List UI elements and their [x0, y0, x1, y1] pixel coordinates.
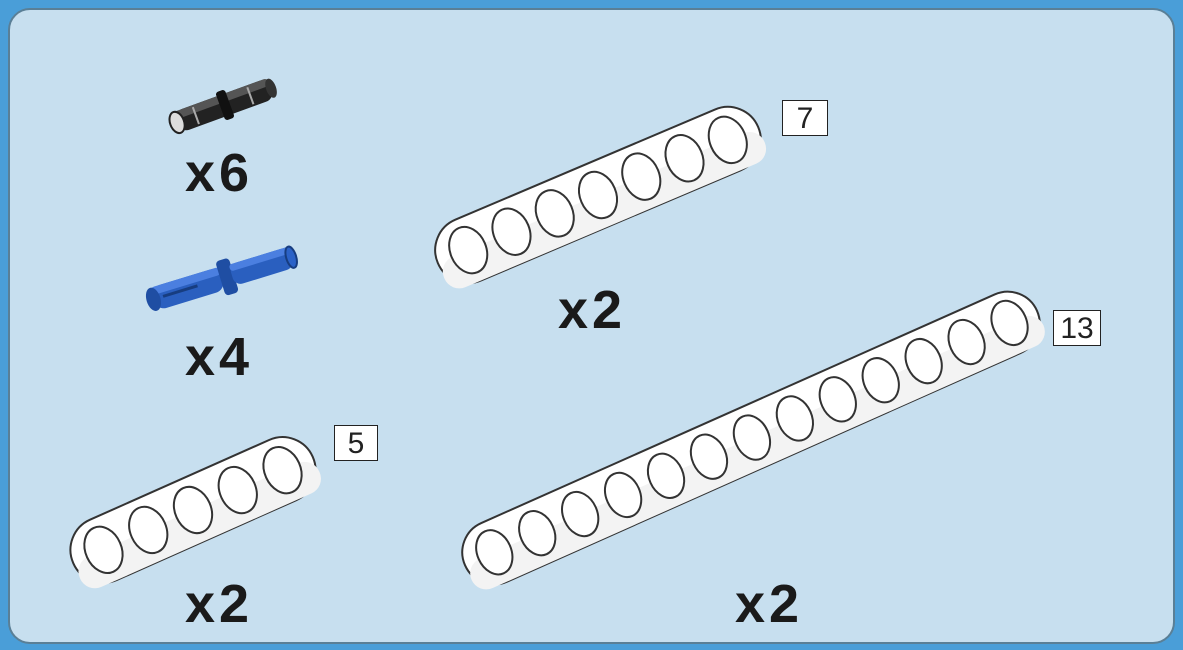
black-friction-pin-icon: [168, 78, 277, 135]
beam-5-icon: [69, 436, 321, 589]
beam-7-length-label: 7: [782, 100, 828, 136]
beam-5-quantity: x2: [185, 574, 254, 634]
blue-axle-pin-icon: [145, 245, 298, 311]
blue-pin-quantity: x4: [185, 327, 254, 387]
beam-13-quantity: x2: [735, 574, 804, 634]
beam-5-length-label: 5: [334, 425, 378, 461]
beam-13-icon: [461, 290, 1045, 590]
beam-7-quantity: x2: [558, 280, 627, 340]
parts-list-panel: x6 x4 7: [8, 8, 1175, 644]
beam-13-length-label: 13: [1053, 310, 1101, 346]
black-pin-quantity: x6: [185, 143, 254, 203]
beam-7-icon: [434, 105, 767, 289]
